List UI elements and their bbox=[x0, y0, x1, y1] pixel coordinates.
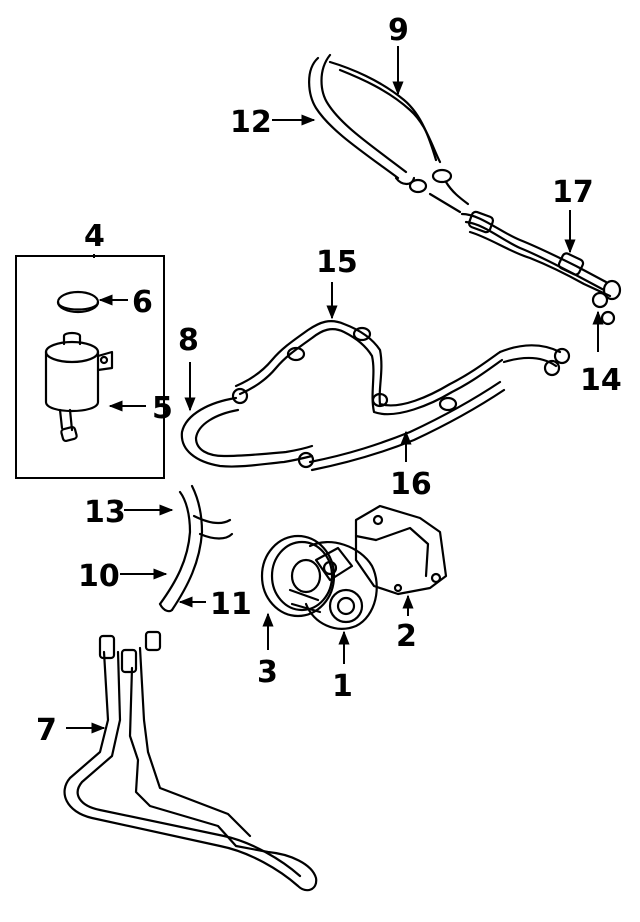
callout-6: 6 bbox=[132, 285, 153, 320]
callout-10: 10 bbox=[78, 559, 120, 594]
pump-bracket bbox=[354, 504, 448, 596]
pressure-hose-u bbox=[180, 387, 315, 469]
callout-16: 16 bbox=[390, 467, 432, 502]
callout-7: 7 bbox=[36, 713, 57, 748]
leader-lines bbox=[66, 46, 604, 734]
return-hose bbox=[308, 53, 470, 214]
cooler-tube bbox=[460, 210, 622, 326]
callout-numbers: 1 2 3 4 5 6 7 8 9 10 11 12 13 14 15 16 1… bbox=[36, 13, 622, 748]
hose-y bbox=[158, 484, 234, 613]
callout-8: 8 bbox=[178, 323, 199, 358]
callout-11: 11 bbox=[210, 587, 252, 622]
callout-4: 4 bbox=[84, 219, 105, 254]
callout-2: 2 bbox=[396, 619, 417, 654]
callout-9: 9 bbox=[388, 13, 409, 48]
callout-15: 15 bbox=[316, 245, 358, 280]
power-steering-pump bbox=[288, 541, 378, 630]
callout-12: 12 bbox=[230, 105, 272, 140]
pressure-hose bbox=[234, 320, 571, 472]
cooler-loop bbox=[63, 630, 318, 892]
callout-5: 5 bbox=[152, 391, 173, 426]
reservoir-kit bbox=[15, 255, 165, 479]
callout-17: 17 bbox=[552, 175, 594, 210]
pump-pulley bbox=[260, 534, 336, 618]
callout-14: 14 bbox=[580, 363, 622, 398]
callout-3: 3 bbox=[257, 655, 278, 690]
callout-1: 1 bbox=[332, 669, 353, 704]
callout-13: 13 bbox=[84, 495, 126, 530]
